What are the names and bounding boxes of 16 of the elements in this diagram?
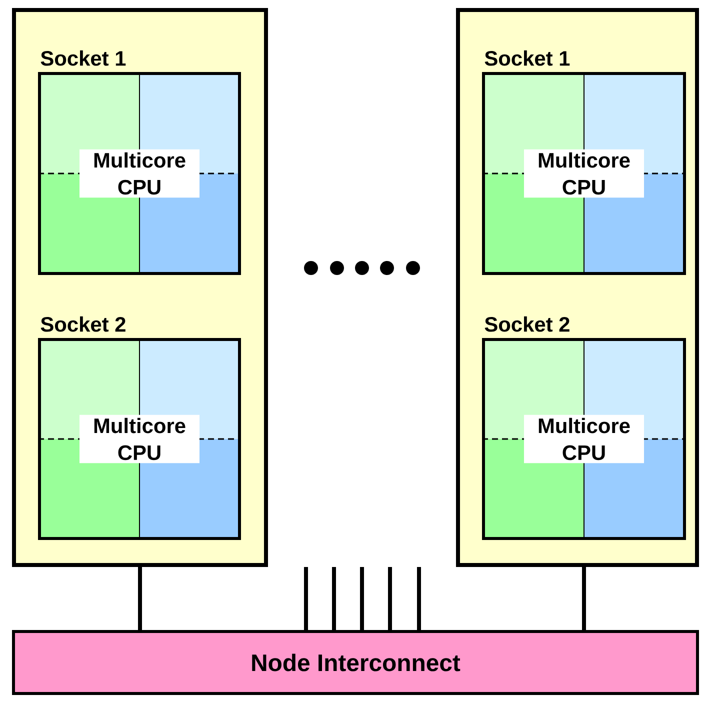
socket-label: Socket 2: [40, 316, 126, 332]
cpu-label: Multicore CPU: [80, 149, 200, 198]
connector-line: [417, 567, 421, 630]
connector-line: [360, 567, 364, 630]
socket-label: Socket 1: [484, 50, 570, 66]
cpu-label: Multicore CPU: [524, 149, 644, 198]
connector-line: [138, 567, 142, 630]
cpu-label: Multicore CPU: [524, 414, 644, 464]
socket-label: Socket 2: [484, 316, 570, 332]
connector-line: [304, 567, 308, 630]
connector-line: [332, 567, 336, 630]
interconnect-bar: Node Interconnect: [12, 630, 699, 695]
connector-line: [582, 567, 586, 630]
cpu-label: Multicore CPU: [80, 414, 200, 464]
connector-line: [388, 567, 392, 630]
socket-label: Socket 1: [40, 50, 126, 66]
